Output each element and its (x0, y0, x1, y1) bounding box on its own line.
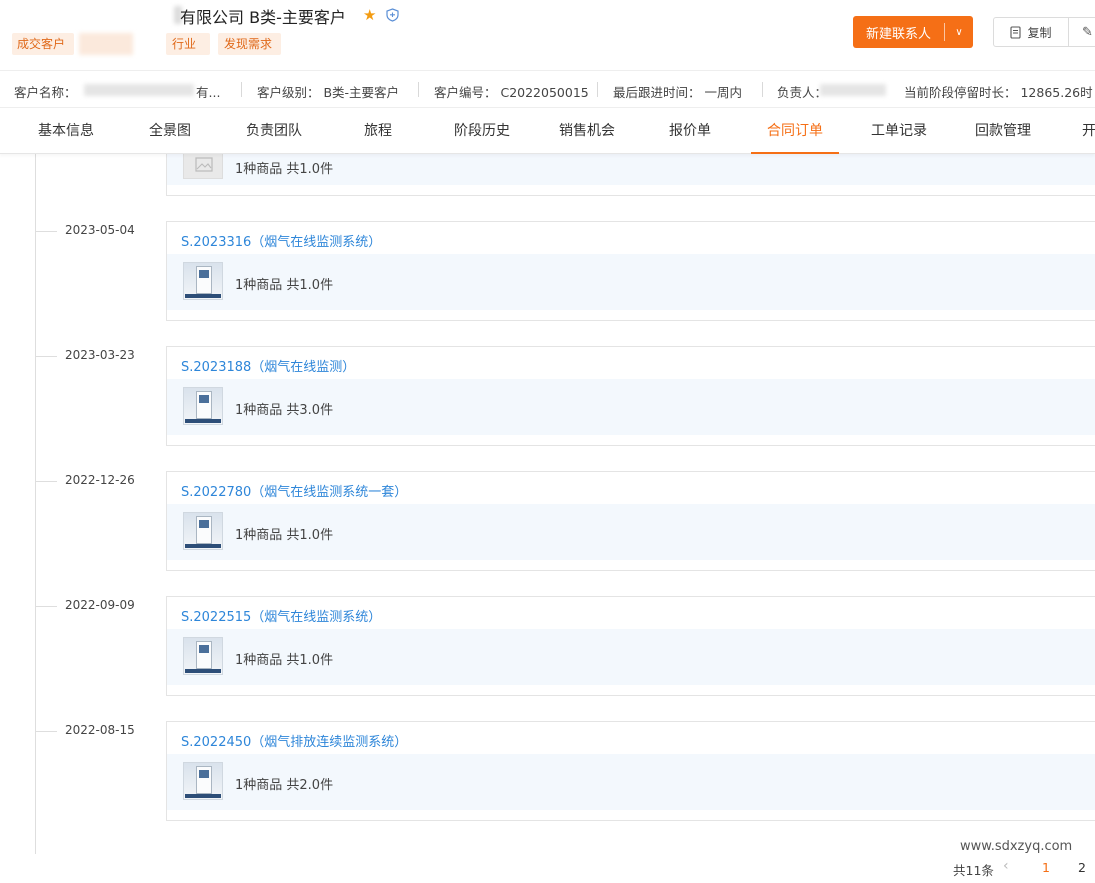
timeline-tick (35, 231, 57, 232)
tag-industry: 行业 (166, 33, 210, 55)
order-title-link[interactable]: S.2023316（烟气在线监测系统） (181, 235, 382, 250)
company-title: 有限公司 B类-主要客户 (180, 8, 346, 27)
order-title-link[interactable]: S.2022450（烟气排放连续监测系统） (181, 735, 408, 750)
order-summary: 1种商品 共1.0件 (235, 653, 334, 668)
order-items: 1种商品 共1.0件 (167, 629, 1095, 685)
product-image (183, 387, 223, 425)
timeline-tick (35, 481, 57, 482)
order-summary: 1种商品 共1.0件 (235, 162, 334, 177)
copy-icon (1010, 25, 1022, 39)
shield-icon (386, 8, 399, 22)
order-card[interactable]: 1种商品 共1.0件 (166, 154, 1095, 196)
order-timeline: 1种商品 共1.0件 2023-05-04 S.2023316（烟气在线监测系统… (0, 154, 1095, 883)
order-items: 1种商品 共3.0件 (167, 379, 1095, 435)
timeline-tick (35, 606, 57, 607)
redacted-customer-name (84, 84, 194, 96)
order-card: S.2022780（烟气在线监测系统一套） 1种商品 共1.0件 (166, 471, 1095, 571)
tab-overview[interactable]: 全景图 (149, 123, 191, 139)
order-items: 1种商品 共1.0件 (167, 254, 1095, 310)
copy-label: 复制 (1027, 25, 1052, 40)
image-placeholder-icon (183, 154, 223, 179)
tab-payments[interactable]: 回款管理 (975, 123, 1031, 139)
customer-name-label: 客户名称： (14, 85, 77, 100)
order-date: 2022-12-26 (65, 473, 135, 487)
order-date: 2022-09-09 (65, 598, 135, 612)
customer-info-bar: 客户名称： 有... 客户级别： B类-主要客户 客户编号： C20220500… (0, 70, 1095, 108)
customer-code: 客户编号： C2022050015 (434, 85, 589, 100)
tab-basic-info[interactable]: 基本信息 (38, 123, 94, 139)
tab-invoices[interactable]: 开票 (1082, 123, 1095, 139)
customer-level: 客户级别： B类-主要客户 (257, 85, 400, 100)
order-summary: 1种商品 共2.0件 (235, 778, 334, 793)
copy-button[interactable]: 复制 (993, 17, 1069, 47)
order-date: 2023-05-04 (65, 223, 135, 237)
button-divider (944, 23, 945, 41)
owner-label: 负责人： (777, 85, 828, 100)
tab-journey[interactable]: 旅程 (364, 123, 392, 139)
product-image (183, 762, 223, 800)
order-card: S.2022450（烟气排放连续监测系统） 1种商品 共2.0件 (166, 721, 1095, 821)
product-image (183, 512, 223, 550)
order-summary: 1种商品 共1.0件 (235, 278, 334, 293)
divider (597, 82, 598, 97)
redacted-tag (79, 33, 133, 55)
product-image (183, 637, 223, 675)
tab-team[interactable]: 负责团队 (246, 123, 302, 139)
order-items: 1种商品 共2.0件 (167, 754, 1095, 810)
order-summary: 1种商品 共3.0件 (235, 403, 334, 418)
chevron-down-icon[interactable]: ∨ (955, 26, 963, 38)
last-follow-time: 最后跟进时间： 一周内 (613, 85, 742, 100)
order-date: 2023-03-23 (65, 348, 135, 362)
star-icon[interactable]: ★ (363, 6, 377, 24)
order-date: 2022-08-15 (65, 723, 135, 737)
order-title-link[interactable]: S.2022780（烟气在线监测系统一套） (181, 485, 408, 500)
order-card: S.2023188（烟气在线监测） 1种商品 共3.0件 (166, 346, 1095, 446)
divider (762, 82, 763, 97)
redacted-owner (820, 84, 886, 96)
tab-work-orders[interactable]: 工单记录 (871, 123, 927, 139)
new-contact-label: 新建联系人 (865, 26, 931, 42)
stage-stay-duration: 当前阶段停留时长： 12865.26时 (904, 85, 1093, 100)
order-card: S.2022515（烟气在线监测系统） 1种商品 共1.0件 (166, 596, 1095, 696)
chevron-left-icon[interactable]: ‹ (1003, 858, 1009, 874)
order-items: 1种商品 共1.0件 (167, 154, 1095, 185)
order-summary: 1种商品 共1.0件 (235, 528, 334, 543)
timeline-tick (35, 356, 57, 357)
order-title-link[interactable]: S.2022515（烟气在线监测系统） (181, 610, 382, 625)
pagination: 共11条 ‹ 1 2 (0, 857, 1095, 879)
divider (418, 82, 419, 97)
customer-header: 有限公司 B类-主要客户 ★ 成交客户 行业 发现需求 新建联系人 ∨ 复制 ✎ (0, 0, 1095, 70)
tag-demand: 发现需求 (218, 33, 281, 55)
order-card: S.2023316（烟气在线监测系统） 1种商品 共1.0件 (166, 221, 1095, 321)
order-items: 1种商品 共1.0件 (167, 504, 1095, 560)
edit-button[interactable]: ✎ (1068, 17, 1095, 47)
redacted-company-name (174, 6, 182, 24)
customer-name-value: 有... (196, 85, 221, 100)
detail-tabs: 基本信息 全景图 负责团队 旅程 阶段历史 销售机会 报价单 合同订单 工单记录… (0, 108, 1095, 154)
tab-stage-history[interactable]: 阶段历史 (454, 123, 510, 139)
new-contact-button[interactable]: 新建联系人 ∨ (853, 16, 973, 48)
total-count: 共11条 (953, 863, 994, 878)
tab-contract-orders[interactable]: 合同订单 (751, 108, 839, 154)
page-1-button[interactable]: 1 (1042, 860, 1050, 875)
product-image (183, 262, 223, 300)
tag-deal-customer: 成交客户 (12, 33, 74, 55)
timeline-line (35, 154, 36, 854)
tab-opportunities[interactable]: 销售机会 (559, 123, 615, 139)
edit-icon: ✎ (1082, 24, 1093, 40)
page-2-button[interactable]: 2 (1078, 860, 1086, 875)
site-url: www.sdxzyq.com (960, 839, 1073, 854)
timeline-tick (35, 731, 57, 732)
divider (241, 82, 242, 97)
order-title-link[interactable]: S.2023188（烟气在线监测） (181, 360, 356, 375)
tab-quotes[interactable]: 报价单 (669, 123, 711, 139)
